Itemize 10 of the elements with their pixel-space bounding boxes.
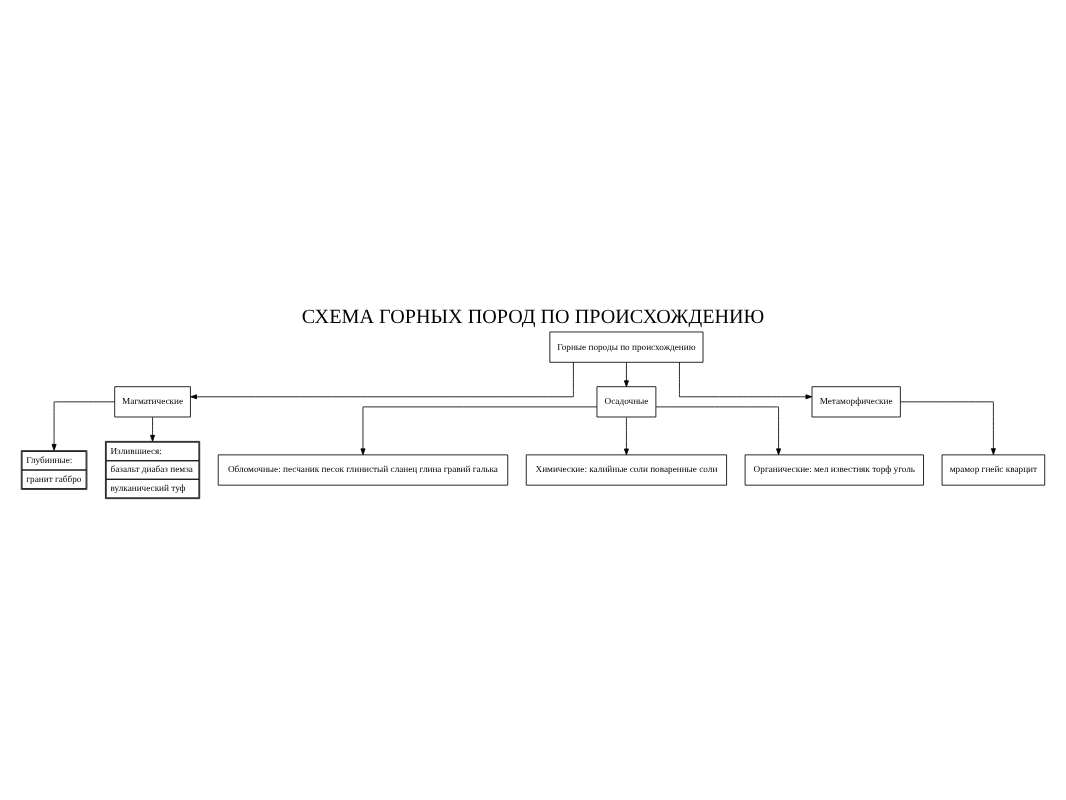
arrow — [623, 360, 629, 387]
arrow — [360, 405, 598, 455]
arrow — [150, 415, 156, 441]
arrow — [655, 405, 782, 455]
arrow — [623, 415, 629, 455]
diagram-title: СХЕМА ГОРНЫХ ПОРОД ПО ПРОИСХОЖДЕНИЮ — [301, 305, 765, 328]
arrow — [190, 360, 574, 399]
arrow — [51, 400, 115, 450]
arrow — [900, 400, 996, 454]
arrow — [679, 360, 813, 399]
